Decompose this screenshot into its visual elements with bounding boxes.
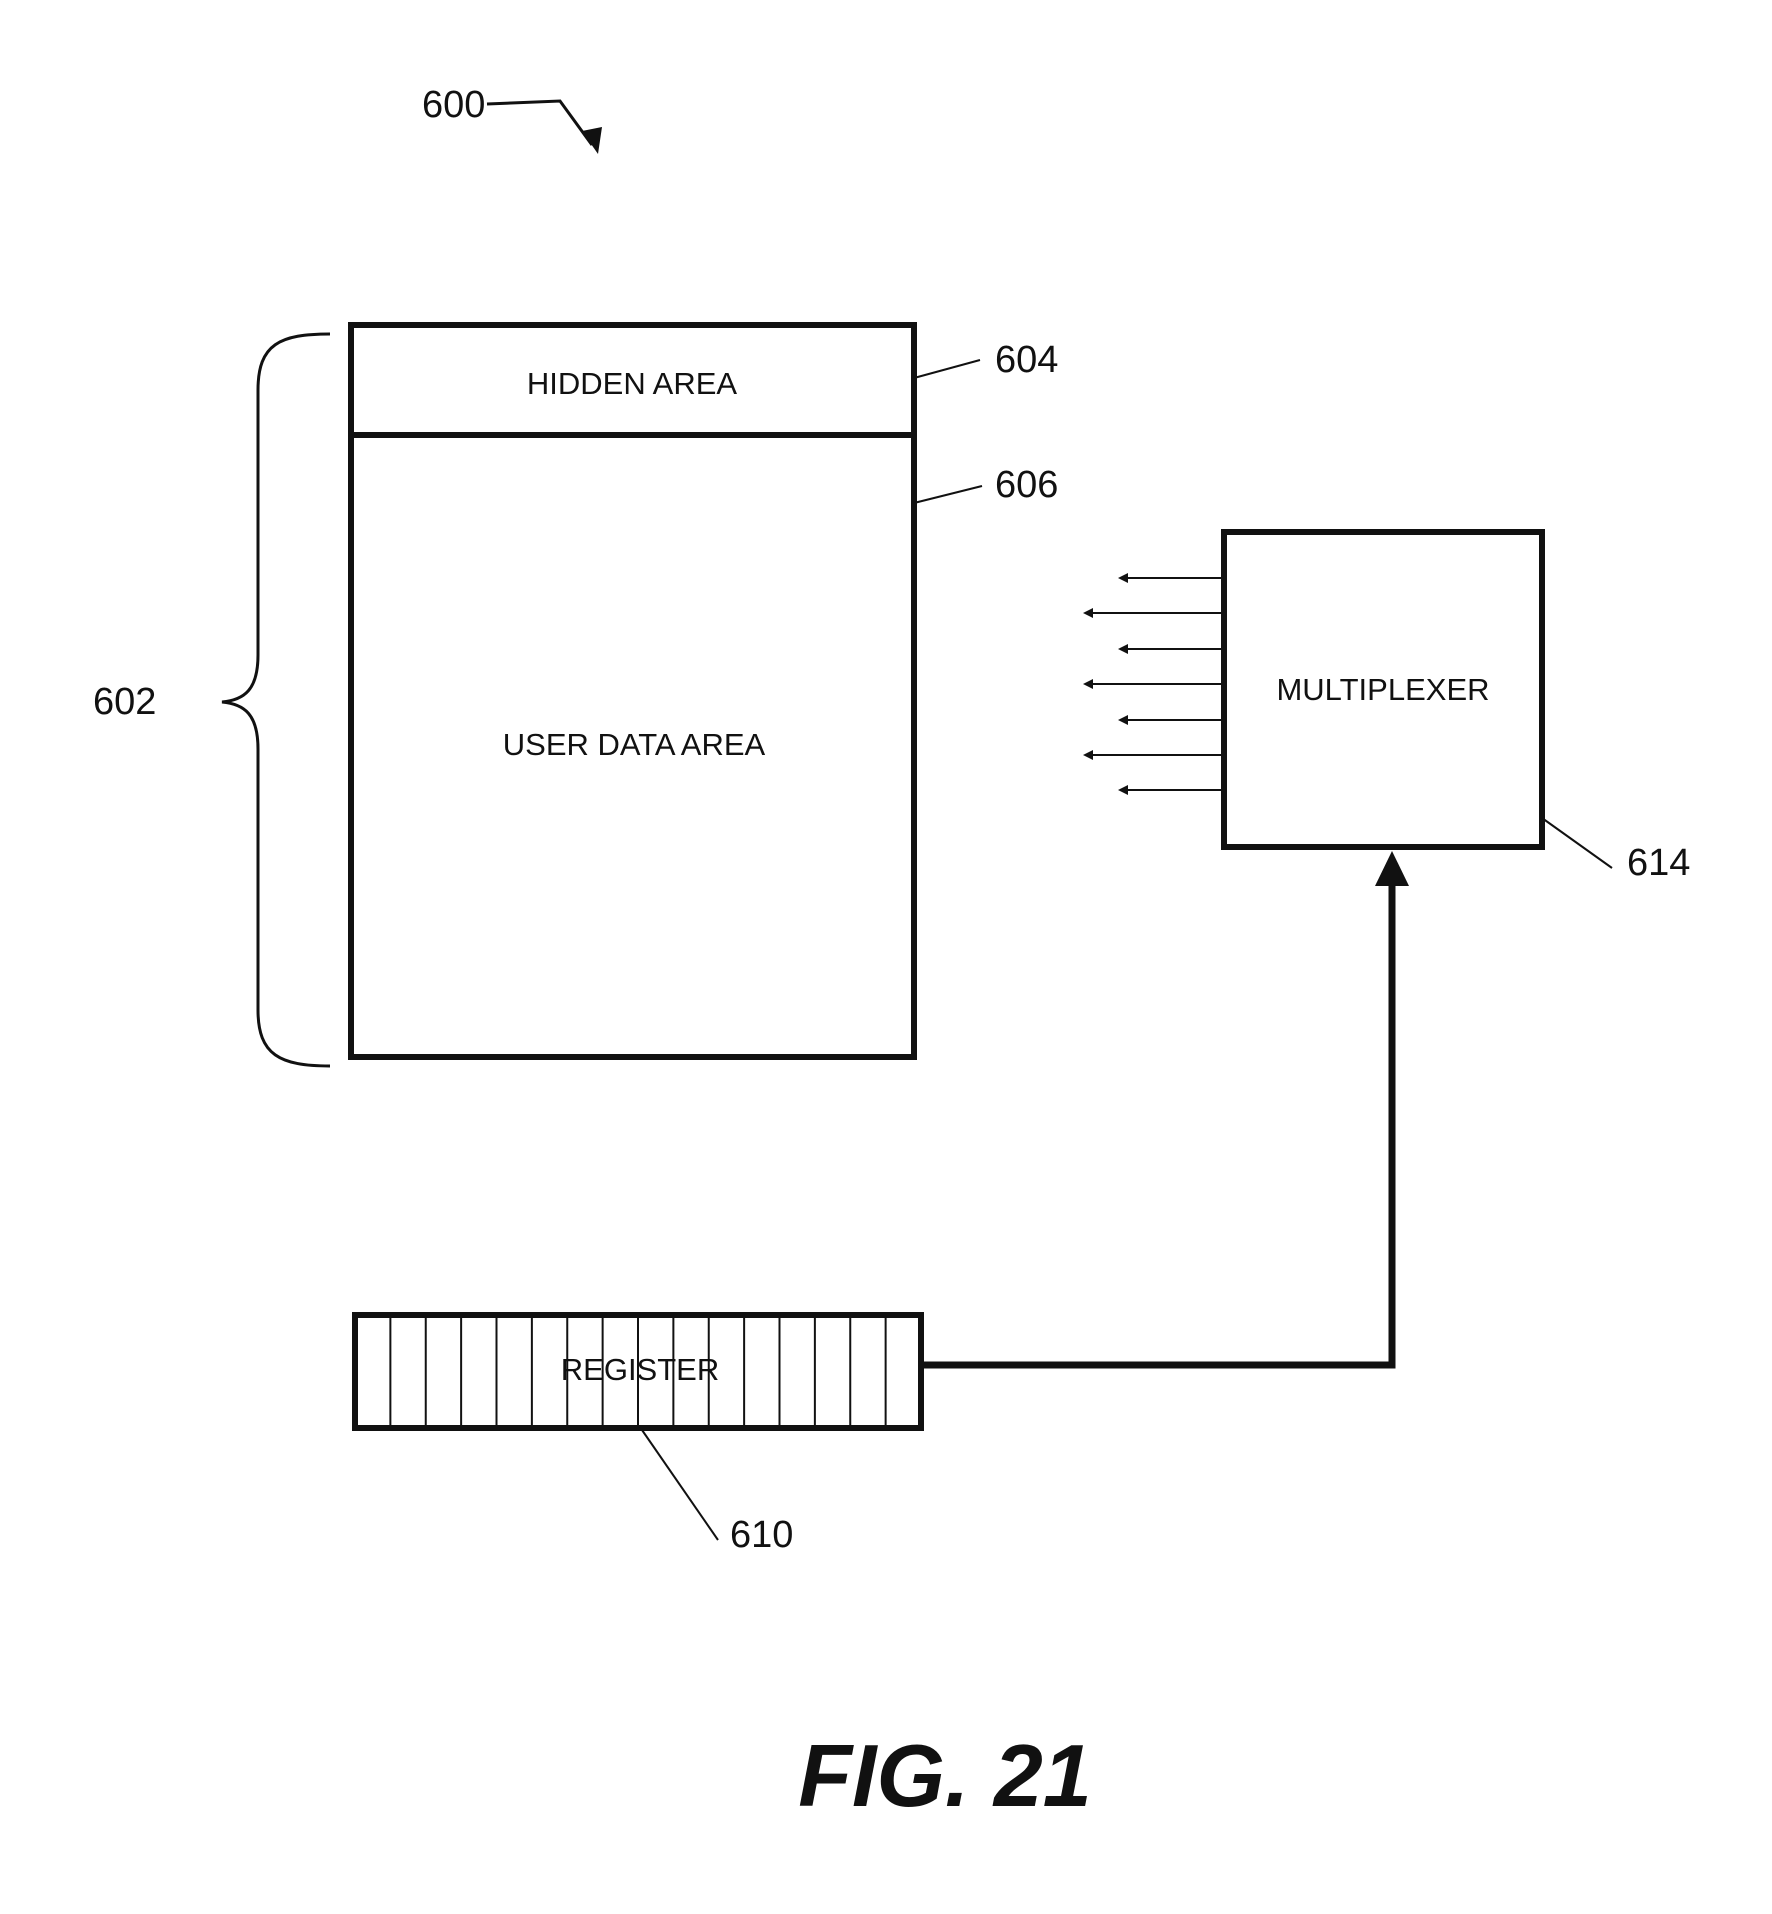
- figure-ref-label: 600: [422, 84, 485, 126]
- figure-reference: 600: [422, 84, 602, 154]
- multiplexer-box: [1221, 529, 1545, 850]
- hidden-area-ref: 604: [995, 339, 1058, 381]
- multiplexer-ref: 614: [1627, 842, 1690, 884]
- figure-caption: FIG. 21: [798, 1726, 1091, 1825]
- register: REGISTER 610: [352, 1312, 924, 1556]
- multiplexer-label: MULTIPLEXER: [1276, 672, 1489, 707]
- figure-ref-arrowhead: [582, 127, 602, 154]
- multiplexer: MULTIPLEXER 614: [1083, 529, 1690, 884]
- user-data-area-leader: [913, 485, 983, 504]
- figure-ref-arrow: [486, 99, 594, 146]
- connection-arrowhead: [1375, 851, 1409, 886]
- memory-bracket: 602: [93, 332, 331, 1068]
- connection-line: [921, 880, 1396, 1369]
- user-data-area-box: [348, 432, 917, 1060]
- curly-brace: [221, 332, 331, 1068]
- register-label: REGISTER: [561, 1352, 719, 1387]
- multiplexer-leader: [1541, 817, 1613, 869]
- register-leader: [641, 1429, 719, 1541]
- bracket-ref-label: 602: [93, 681, 156, 723]
- hidden-area-box: [348, 322, 917, 438]
- user-data-area-ref: 606: [995, 464, 1058, 506]
- register-cells: [389, 1318, 887, 1425]
- memory-block: HIDDEN AREA USER DATA AREA 604 606: [348, 322, 1058, 1060]
- register-ref: 610: [730, 1514, 793, 1556]
- multiplexer-outputs: [1083, 573, 1222, 795]
- hidden-area-leader: [913, 359, 981, 379]
- user-data-area-label: USER DATA AREA: [503, 727, 766, 762]
- hidden-area-label: HIDDEN AREA: [527, 366, 737, 401]
- register-to-multiplexer-connection: [921, 851, 1409, 1369]
